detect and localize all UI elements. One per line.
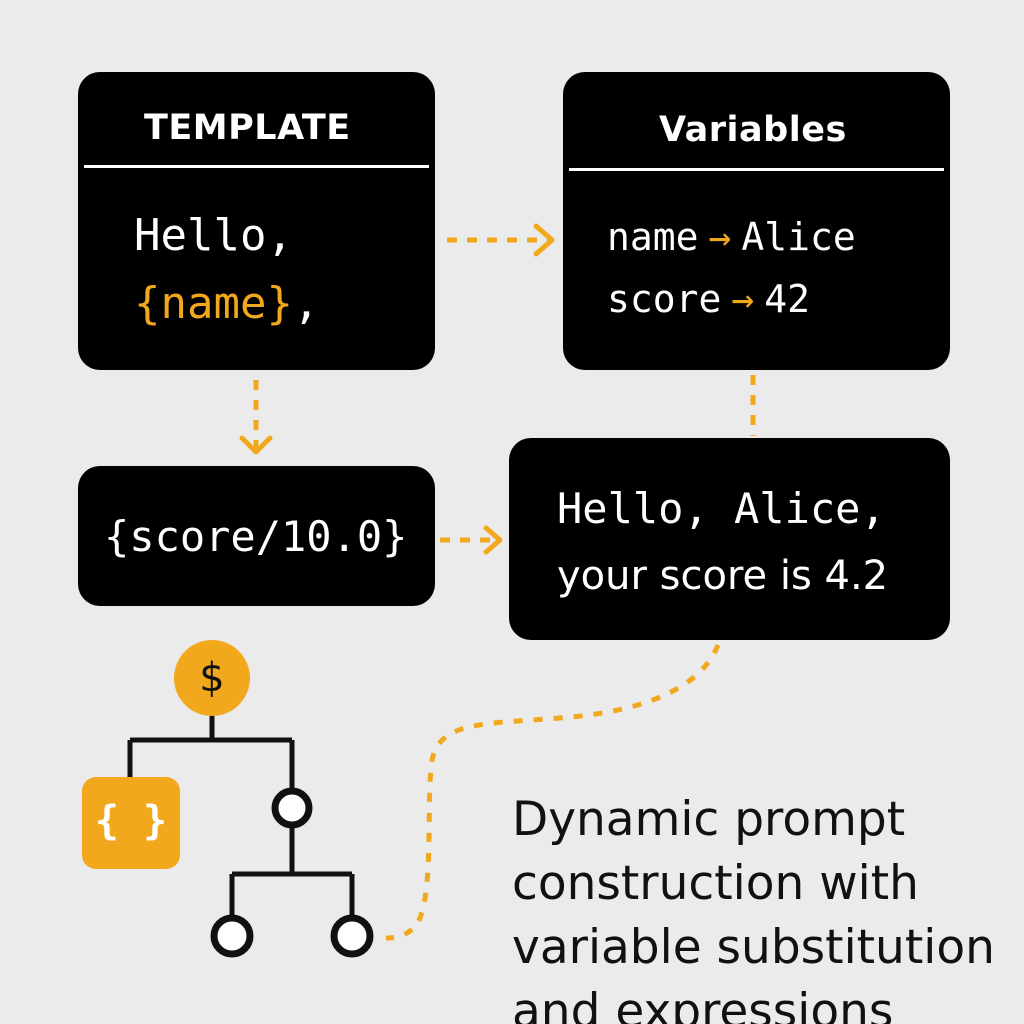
template-placeholder: {name} <box>134 278 293 329</box>
caption-line: Dynamic prompt <box>512 792 906 847</box>
curve-result-to-tree <box>385 644 721 941</box>
template-line-2: {name}, <box>134 282 319 326</box>
variable-row-score: score→42 <box>607 280 810 318</box>
variable-key: name <box>607 215 699 259</box>
template-line-2-suffix: , <box>292 278 320 329</box>
arrow-right-icon: → <box>708 215 732 259</box>
variable-value: 42 <box>764 277 811 321</box>
arrow-expression-to-result <box>440 525 503 555</box>
tree-node-icon <box>271 787 313 829</box>
caption-line: variable substitution <box>512 920 995 975</box>
variables-title: Variables <box>659 110 847 150</box>
tree-node-icon <box>210 914 254 958</box>
caption-line: and expressions <box>512 984 894 1024</box>
variables-box: Variables name→Alice score→42 <box>563 72 950 370</box>
tree-node-icon <box>330 914 374 958</box>
template-divider <box>84 165 429 168</box>
variables-divider <box>569 168 944 171</box>
variable-key: score <box>607 277 722 321</box>
braces-symbol: { } <box>94 798 168 844</box>
result-line-1: Hello, Alice, <box>557 484 886 533</box>
caption-line: construction with <box>512 856 919 911</box>
arrow-template-to-variables <box>447 223 555 257</box>
caption: Dynamic prompt construction with variabl… <box>512 788 1012 1024</box>
dollar-symbol: $ <box>199 655 225 701</box>
result-line-2: your score is 4.2 <box>557 553 889 599</box>
tree-diagram <box>127 708 374 958</box>
arrow-template-to-expression <box>239 380 273 455</box>
dollar-circle-icon <box>174 640 250 716</box>
variable-value: Alice <box>741 215 856 259</box>
braces-icon <box>82 777 180 869</box>
variable-row-name: name→Alice <box>607 218 856 256</box>
result-box: Hello, Alice, your score is 4.2 <box>509 438 950 640</box>
template-title: TEMPLATE <box>144 108 351 148</box>
template-line-1: Hello, <box>134 210 293 261</box>
expression-text: {score/10.0} <box>104 512 408 561</box>
expression-box: {score/10.0} <box>78 466 435 606</box>
arrow-right-icon: → <box>731 277 755 321</box>
template-box: TEMPLATE Hello, {name}, <box>78 72 435 370</box>
